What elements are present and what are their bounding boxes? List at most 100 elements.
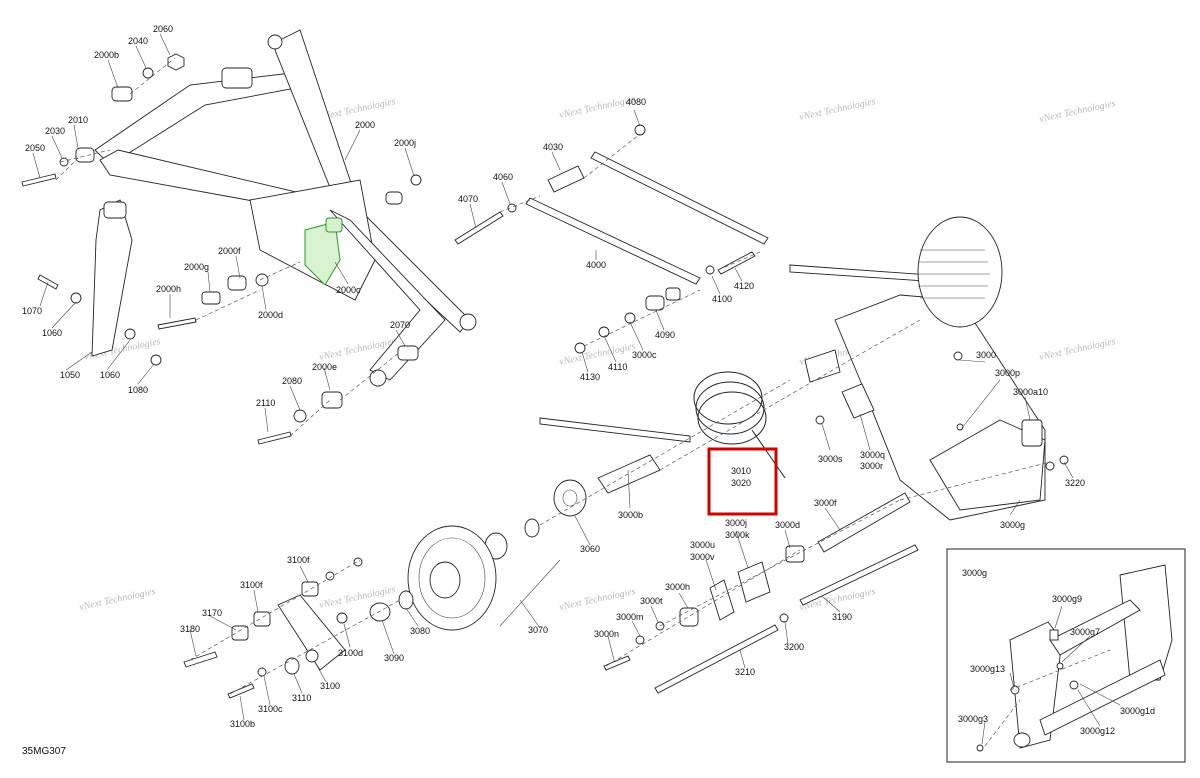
label-1070: 1070 bbox=[22, 306, 42, 316]
label-2000h: 2000h bbox=[156, 284, 181, 294]
nut-3000s bbox=[815, 415, 825, 425]
nut-2060 bbox=[167, 53, 185, 71]
label-3000g7: 3000g7 bbox=[1070, 627, 1100, 637]
dash-lever bbox=[189, 559, 401, 695]
label-3000m: 3000m bbox=[616, 612, 644, 622]
label-3210: 3210 bbox=[735, 667, 755, 677]
front-arm-assembly bbox=[94, 29, 477, 387]
spring-coil-2 bbox=[695, 381, 765, 435]
label-3100f-top: 3100f bbox=[287, 555, 310, 565]
label-4060: 4060 bbox=[493, 172, 513, 182]
label-3000d: 3000d bbox=[775, 520, 800, 530]
washer-1060-bottom bbox=[124, 328, 136, 340]
label-3000u: 3000u bbox=[690, 540, 715, 550]
arm-2000-right bbox=[274, 29, 471, 333]
bracket-3000g-top bbox=[1049, 599, 1141, 656]
arm-2000-lower bbox=[329, 209, 446, 381]
torsion-spring-3010 bbox=[539, 371, 786, 479]
nut-3220 bbox=[1059, 455, 1069, 465]
watermark: vNext Technologies bbox=[78, 586, 156, 613]
label-3100: 3100 bbox=[320, 681, 340, 691]
dash-lower-axis bbox=[605, 461, 1051, 667]
label-3000g12: 3000g12 bbox=[1080, 726, 1115, 736]
label-2030: 2030 bbox=[45, 126, 65, 136]
washer-3220a bbox=[1045, 461, 1055, 471]
label-2040: 2040 bbox=[128, 36, 148, 46]
label-3220: 3220 bbox=[1065, 478, 1085, 488]
bolt-3180 bbox=[183, 651, 218, 668]
bushing-2070 bbox=[397, 345, 419, 361]
bushing-3000h bbox=[679, 607, 699, 627]
label-3200: 3200 bbox=[784, 642, 804, 652]
watermark: vNext Technologies bbox=[1038, 98, 1116, 125]
bushing-2000g bbox=[201, 291, 221, 305]
inset-leaders bbox=[981, 605, 1121, 745]
label-4110: 4110 bbox=[608, 362, 627, 372]
label-3100d: 3100d bbox=[338, 648, 363, 658]
wheel-assembly-3070 bbox=[369, 454, 919, 694]
bushing-3170 bbox=[231, 625, 249, 641]
label-3170: 3170 bbox=[202, 608, 222, 618]
hole-3000g13 bbox=[1010, 685, 1020, 695]
nut-3100f bbox=[353, 557, 363, 567]
washer-3000m bbox=[635, 635, 645, 645]
watermark: vNext Technologies bbox=[558, 586, 636, 613]
nut-4130 bbox=[574, 342, 586, 354]
rear-frame-3000 bbox=[789, 216, 1069, 521]
bolt-3000g3 bbox=[976, 744, 984, 752]
label-4080: 4080 bbox=[626, 97, 646, 107]
block-3000a10 bbox=[1021, 419, 1043, 447]
label-2000j: 2000j bbox=[394, 138, 416, 148]
nut-1080 bbox=[150, 354, 162, 366]
label-3010: 3010 bbox=[731, 466, 751, 476]
bushing-2000e bbox=[321, 391, 343, 409]
washer-4110 bbox=[598, 326, 610, 338]
label-2000f: 2000f bbox=[218, 246, 241, 256]
leader-lines bbox=[32, 33, 1074, 721]
label-3000g: 3000g bbox=[1000, 520, 1025, 530]
label-3110: 3110 bbox=[292, 693, 311, 703]
label-3000n: 3000n bbox=[594, 629, 619, 639]
lever-3100 bbox=[277, 594, 346, 671]
label-2080: 2080 bbox=[282, 376, 302, 386]
washer-3100f bbox=[325, 571, 335, 581]
washer-4060 bbox=[507, 203, 517, 213]
label-3000b: 3000b bbox=[618, 510, 643, 520]
nut-3000p bbox=[956, 423, 964, 431]
rod-4000 bbox=[525, 197, 701, 285]
label-3000g3: 3000g3 bbox=[958, 714, 988, 724]
watermark: vNext Technologies bbox=[798, 96, 876, 123]
label-4090: 4090 bbox=[655, 330, 675, 340]
bracket-3000g-rear bbox=[1119, 564, 1173, 681]
washer-2000d bbox=[255, 273, 269, 287]
washer-2080 bbox=[293, 409, 307, 423]
lever-1050 bbox=[91, 199, 133, 357]
spring-coils bbox=[916, 249, 990, 299]
washer-2040 bbox=[142, 67, 154, 79]
bracket-3000q bbox=[841, 383, 875, 419]
bushing-3000g bbox=[1013, 732, 1031, 748]
rod-3210 bbox=[654, 624, 779, 694]
label-4130: 4130 bbox=[580, 372, 600, 382]
label-2070: 2070 bbox=[390, 320, 410, 330]
label-3190: 3190 bbox=[832, 612, 852, 622]
highlight-box bbox=[707, 447, 778, 516]
watermark: vNext Technologies bbox=[1038, 336, 1116, 363]
label-2000e: 2000e bbox=[312, 362, 337, 372]
label-3000g1d: 3000g1d bbox=[1120, 706, 1155, 716]
bushing-2000b bbox=[111, 86, 133, 102]
rod-4000-assembly bbox=[454, 124, 769, 354]
pivot-bottom bbox=[369, 369, 387, 387]
bolt-2000h bbox=[157, 317, 197, 330]
diagram-code: 35MG307 bbox=[22, 746, 66, 757]
label-3180: 3180 bbox=[180, 624, 200, 634]
washer-4100 bbox=[705, 265, 715, 275]
clip-ring bbox=[524, 518, 540, 538]
label-3060: 3060 bbox=[580, 544, 600, 554]
label-3000: 3000 bbox=[976, 350, 996, 360]
washer-1060-top bbox=[70, 292, 82, 304]
wheel-rim bbox=[418, 537, 486, 619]
bushing-2000b-top bbox=[221, 67, 253, 89]
label-3080: 3080 bbox=[410, 626, 430, 636]
